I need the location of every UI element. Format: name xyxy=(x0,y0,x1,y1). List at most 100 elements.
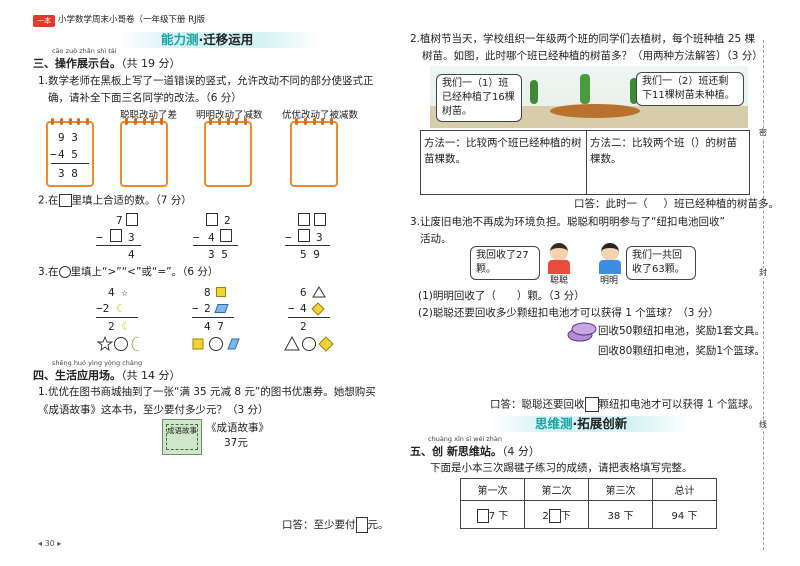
q1-label-1: 聪聪改动了差 xyxy=(120,110,178,121)
q2-p2-bot: 3 5 xyxy=(208,248,228,261)
q2-p3-mid: 3 xyxy=(316,231,323,244)
q2-p1-mid: 3 xyxy=(128,231,135,244)
q1-line2: 确，请补全下面三名同学的改法。（6 分） xyxy=(48,92,242,104)
q2-p1-box2[interactable] xyxy=(110,229,122,242)
binding-line xyxy=(763,40,764,550)
avatar-mingming xyxy=(596,243,624,275)
q3-c3-minus: − xyxy=(288,302,295,315)
q2-p3-bot: 5 9 xyxy=(300,248,320,261)
q3-prompt: 3.在里填上“>”“<”或“=”。（6 分） xyxy=(38,266,219,278)
square-icon xyxy=(216,287,226,297)
method-1: 方法一：比较两个班已经种植的树苗棵数。 xyxy=(424,137,582,165)
q3-c2-compare xyxy=(192,337,240,351)
td-2-box[interactable] xyxy=(548,508,561,523)
compare-circle[interactable] xyxy=(302,337,316,351)
q3-c1-compare xyxy=(97,336,140,352)
th-1: 第一次 xyxy=(460,478,525,501)
q5-answer: 口答：此时一（）班已经种植的树苗多。 xyxy=(574,198,779,210)
q3-c3-top: 6 xyxy=(300,286,307,299)
q6-sub1: (1)明明回收了（ ）颗。（3 分） xyxy=(418,290,585,302)
moon-icon: ☾ xyxy=(121,320,128,333)
bubble-class1: 我们一（1）班已经种植了16棵树苗。 xyxy=(436,74,522,122)
th-2: 第二次 xyxy=(524,478,589,501)
th-3: 第三次 xyxy=(588,478,653,501)
book-image: 成语故事 xyxy=(162,419,202,455)
star-icon xyxy=(97,336,114,352)
q3-c3-compare xyxy=(284,336,334,352)
np-a: 9 3 xyxy=(58,131,78,144)
notepad-original: 9 3 − 4 5 3 8 xyxy=(46,118,94,187)
np-c: 3 8 xyxy=(58,167,78,180)
book-price: 37元 xyxy=(224,437,248,449)
q6-answer: 口答：聪聪还要回收颗纽扣电池才可以获得 1 个篮球。 xyxy=(490,397,759,412)
q3-c1-bot: 2 ☾ xyxy=(108,320,128,333)
q2-p1-minus: − xyxy=(96,231,103,244)
s4-pinyin: shēng huó yìng yòng chǎng xyxy=(52,359,143,367)
bubble-class2: 我们一（2）班还剩下11棵树苗未种植。 xyxy=(636,72,744,106)
methods-box xyxy=(420,130,750,195)
q3-c2-top: 8 xyxy=(204,286,211,299)
np-minus: − xyxy=(50,148,57,161)
q1-label-2: 明明改动了减数 xyxy=(196,110,263,121)
q3-c1-mid: −2 ☾ xyxy=(96,302,123,315)
s4-title: 四、生活应用场。（共 14 分） xyxy=(33,369,181,382)
q2-p3-box1[interactable] xyxy=(298,213,310,226)
th-4: 总计 xyxy=(652,478,717,501)
header-title: 小学数学周末小哥卷（一年级下册 RJ版 xyxy=(58,15,206,25)
q1-label-3: 优优改动了被减数 xyxy=(282,110,359,121)
notepad-youyou[interactable] xyxy=(290,118,338,187)
notepad-congcong[interactable] xyxy=(120,118,168,187)
triangle-icon xyxy=(312,286,326,298)
q2-p2-box2[interactable] xyxy=(220,229,232,242)
q3-c2-mid: 2 xyxy=(204,302,211,315)
q3-c2-bot: 4 7 xyxy=(204,320,224,333)
q3-c1-top: 4 ☆ xyxy=(108,286,128,299)
section-banner-ability xyxy=(120,32,320,48)
star-icon: ☆ xyxy=(121,286,128,299)
side-label-2: 封 xyxy=(759,268,767,278)
parallelogram-icon xyxy=(214,304,229,313)
q2-p3-box2[interactable] xyxy=(314,213,326,226)
diamond-icon xyxy=(311,302,325,316)
avatar-congcong xyxy=(545,243,573,275)
np-b: 4 5 xyxy=(58,148,78,161)
name-congcong: 聪聪 xyxy=(550,276,569,286)
q2-p2-box1[interactable] xyxy=(206,213,218,226)
q6-answer-box[interactable] xyxy=(584,397,599,412)
q2-p3-box3[interactable] xyxy=(298,229,310,242)
triangle-icon xyxy=(284,336,300,351)
q7-intro: 下面是小本三次踢毽子练习的成绩，请把表格填写完整。 xyxy=(430,462,693,474)
q4-line2: 《成语故事》这本书，至少要付多少元？（3 分） xyxy=(38,404,269,416)
q2-p2-mid: 4 xyxy=(208,231,215,244)
section-banner-thinking-text: 思维测·拓展创新 xyxy=(535,416,628,431)
moon-icon xyxy=(131,336,140,352)
q5-line1: 2.植树节当天，学校组织一年级两个班的同学们去植树，每个班种植 25 棵 xyxy=(410,33,756,45)
diamond-icon xyxy=(318,336,334,352)
moon-icon: ☾ xyxy=(115,302,123,315)
notepad-mingming[interactable] xyxy=(204,118,252,187)
section-banner-ability-text: 能力测·迁移运用 xyxy=(161,32,254,47)
q2-p1-top: 7 xyxy=(116,214,123,227)
q4-answer-box[interactable] xyxy=(355,517,368,533)
q3-circle-example xyxy=(58,266,71,278)
compare-circle[interactable] xyxy=(114,337,128,351)
s3-title: 三、操作展示台。（共 19 分） xyxy=(33,57,181,70)
q2-p1-box1[interactable] xyxy=(126,213,138,226)
reward-2: 回收80颗纽扣电池，奖励1个篮球。 xyxy=(598,345,766,357)
q3-c3-mid: 4 xyxy=(300,302,307,315)
q5-line2: 树苗。如图，此时哪个班已经种植的树苗多？（用两种方法解答）（3 分） xyxy=(422,50,763,62)
compare-circle[interactable] xyxy=(209,337,223,351)
q6-sub2: (2)聪聪还要回收多少颗纽扣电池才可以获得 1 个篮球？（3 分） xyxy=(418,307,719,319)
s3-pinyin: cāo zuò zhǎn shì tái xyxy=(52,47,117,55)
td-1-box[interactable] xyxy=(476,508,489,523)
side-label-1: 密 xyxy=(759,128,767,138)
q4-answer: 口答：至少要付元。 xyxy=(282,517,389,533)
q2-p2-minus: − xyxy=(193,231,200,244)
q2-box-example xyxy=(58,194,72,207)
s5-pinyin: chuàng xīn sī wéi zhàn xyxy=(428,435,503,443)
reward-1: 回收50颗纽扣电池，奖励1套文具。 xyxy=(598,325,766,337)
parallelogram-icon xyxy=(227,338,240,350)
q2-p2-top: 2 xyxy=(224,214,231,227)
